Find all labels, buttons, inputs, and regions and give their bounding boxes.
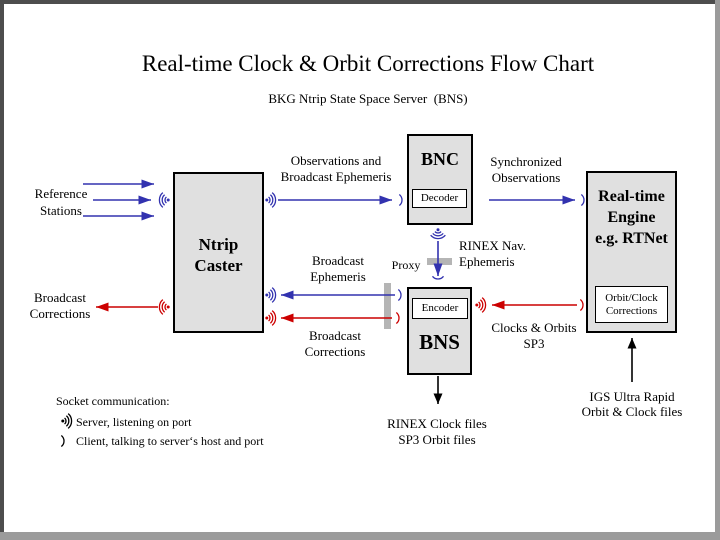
socket-client-icon bbox=[60, 434, 65, 448]
socket-client-icon bbox=[398, 193, 403, 207]
igs-ultra-rapid-label: IGS Ultra Rapid Orbit & Clock files bbox=[581, 389, 683, 419]
broadcast-corrections-mid-label: Broadcast Corrections bbox=[304, 328, 366, 359]
socket-client-icon bbox=[580, 193, 585, 207]
bnc-label: BNC bbox=[420, 149, 459, 169]
decoder-box: Decoder bbox=[412, 189, 467, 208]
legend-server-text: Server, listening on port bbox=[76, 415, 192, 429]
socket-server-icon bbox=[429, 227, 447, 240]
broadcast-corrections-left-label: Broadcast Corrections bbox=[29, 290, 91, 321]
socket-server-icon bbox=[158, 191, 171, 209]
socket-client-icon bbox=[397, 288, 402, 302]
page-subtitle: BKG Ntrip State Space Server (BNS) bbox=[268, 91, 468, 106]
proxy-label: Proxy bbox=[391, 258, 421, 272]
observations-ephemeris-label: Observations and Broadcast Ephemeris bbox=[280, 153, 392, 184]
socket-server-icon bbox=[264, 309, 277, 327]
broadcast-ephemeris-label: Broadcast Ephemeris bbox=[310, 253, 366, 284]
ntrip-caster-box bbox=[173, 172, 264, 333]
orbit-clock-corrections-box: Orbit/Clock Corrections bbox=[595, 286, 668, 323]
page-title: Real-time Clock & Orbit Corrections Flow… bbox=[141, 51, 595, 76]
rinex-clock-files-label: RINEX Clock files SP3 Orbit files bbox=[387, 416, 487, 447]
legend-client-text: Client, talking to server‘s host and por… bbox=[76, 434, 264, 448]
bnc-box bbox=[407, 134, 473, 225]
rinex-nav-ephemeris-label: RINEX Nav. Ephemeris bbox=[459, 238, 527, 269]
socket-client-icon bbox=[579, 298, 584, 312]
socket-client-icon bbox=[395, 311, 400, 325]
page-border-bottom bbox=[0, 532, 720, 540]
socket-client-icon bbox=[431, 275, 445, 280]
legend-title: Socket communication: bbox=[56, 394, 170, 408]
page-border-right bbox=[715, 0, 720, 540]
page-border-left bbox=[0, 0, 4, 540]
reference-stations-label: Reference Stations bbox=[34, 186, 88, 218]
ntrip-caster-label: Ntrip Caster bbox=[194, 235, 243, 275]
socket-server-icon bbox=[264, 191, 277, 209]
clocks-orbits-sp3-label: Clocks & Orbits SP3 bbox=[491, 320, 577, 351]
socket-server-icon bbox=[60, 412, 73, 430]
proxy-bar-horizontal bbox=[427, 258, 452, 265]
socket-server-icon bbox=[474, 296, 487, 314]
proxy-bar-vertical bbox=[384, 283, 391, 329]
socket-server-icon bbox=[158, 298, 171, 316]
bns-label: BNS bbox=[419, 330, 460, 354]
synchronized-observations-label: Synchronized Observations bbox=[490, 154, 562, 185]
socket-server-icon bbox=[264, 286, 277, 304]
page-border-top bbox=[0, 0, 720, 4]
rtnet-label: Real-time Engine e.g. RTNet bbox=[595, 188, 668, 247]
encoder-box: Encoder bbox=[412, 298, 468, 319]
